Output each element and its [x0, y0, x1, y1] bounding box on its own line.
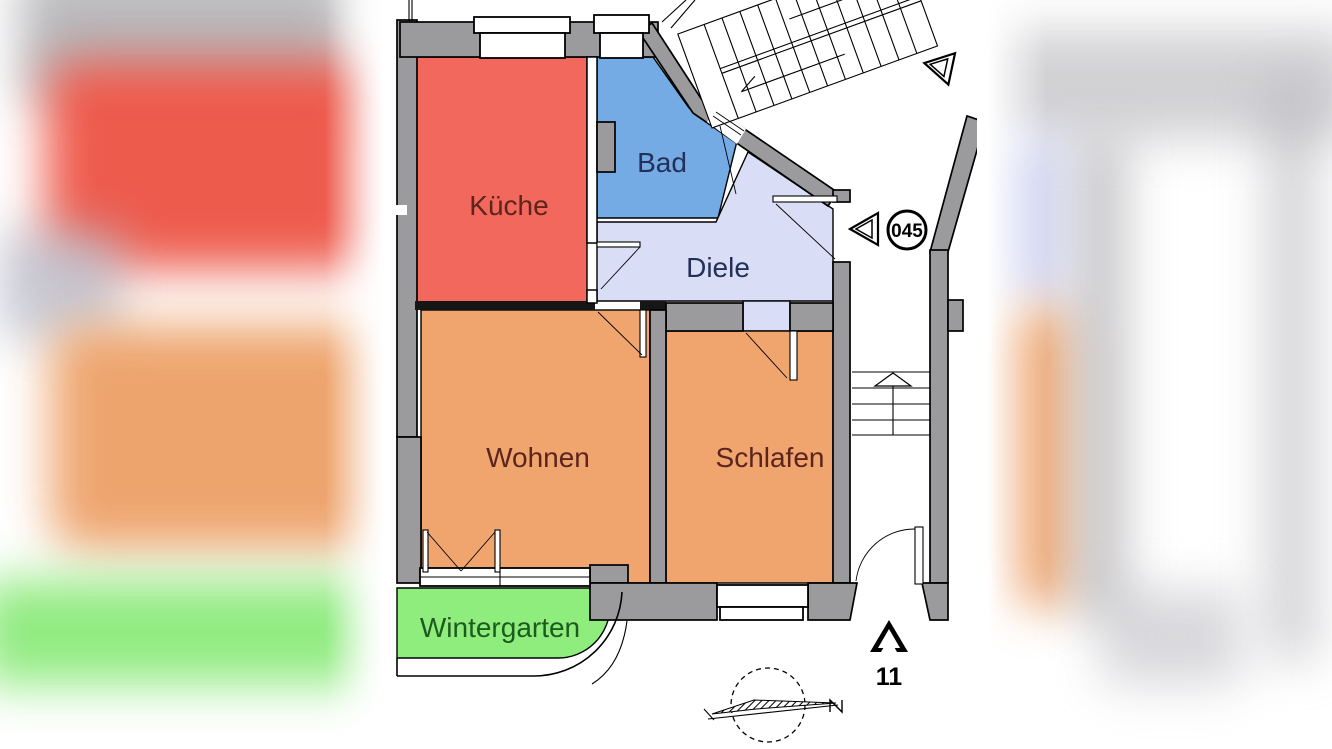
apartment-number: 045 [891, 221, 923, 242]
entrance-arrow-icon [847, 211, 880, 247]
stair-direction-arrow-up [789, 0, 901, 20]
kueche-window-inner [479, 32, 566, 59]
doors [422, 111, 924, 585]
french-door-left-leaf [422, 529, 429, 573]
kueche-door-leaf [596, 241, 641, 248]
stairwell-railing [661, 0, 696, 29]
blur-wall-right [1267, 80, 1317, 660]
label-diele: Diele [686, 252, 750, 283]
label-wohnen: Wohnen [486, 442, 590, 473]
label-schlafen: Schlafen [716, 442, 825, 473]
wintergarten-glazing-outline [396, 591, 623, 677]
entrance-arrow-inner [854, 218, 873, 240]
north-arrow-fletching [829, 698, 843, 714]
floor-plan: 045 11 Küche Bad Diele Wohnen [394, 0, 987, 749]
wohnen-door-leaf [639, 309, 647, 358]
blurred-backdrop-left [0, 0, 395, 749]
step-arrow-icon [873, 372, 913, 387]
staircase [677, 0, 939, 129]
north-arrow-icon [703, 667, 843, 743]
blur-wall-vertical [1077, 140, 1125, 620]
windows [408, 0, 809, 621]
bad-window [593, 14, 650, 34]
apartment-entry-door-leaf [772, 195, 838, 203]
room-kueche-floor [414, 56, 588, 304]
wohnen-door-swing [597, 311, 643, 356]
diele-door-niche [742, 300, 791, 332]
building-entrance-door-leaf [914, 526, 924, 585]
right-fade [977, 0, 1047, 749]
blur-wintergarten-green [0, 580, 370, 685]
french-door-swings [426, 531, 496, 572]
markers: 045 11 [847, 51, 957, 691]
left-fade [325, 0, 395, 749]
bad-door [712, 111, 745, 195]
building-entrance-door-swing [855, 528, 916, 582]
upper-entrance-arrow-icon [922, 51, 957, 87]
upper-flat-wall-lines [408, 0, 413, 21]
room-schlafen-floor [665, 330, 834, 584]
camera-position-marker-notch [881, 638, 897, 652]
label-bad: Bad [637, 147, 687, 178]
schlafen-window [716, 584, 809, 608]
blur-gray-bottom [1102, 590, 1242, 685]
apartment-entry-door-swing [775, 203, 836, 260]
blur-gray-mid [0, 230, 120, 340]
corridor-steps [852, 371, 930, 436]
label-kueche: Küche [469, 190, 548, 221]
apartment-number-badge [886, 209, 928, 251]
camera-position-number: 11 [876, 663, 903, 691]
schlafen-door-leaf [789, 330, 798, 381]
exterior-door-arc [591, 620, 628, 685]
label-wintergarten: Wintergarten [420, 612, 580, 643]
kueche-window [473, 16, 571, 34]
stair-direction-arrow-down [740, 53, 845, 93]
room-labels: Küche Bad Diele Wohnen Schlafen Winterga… [420, 147, 825, 643]
french-door-right-leaf [494, 529, 501, 573]
bad-wall-notch [596, 121, 616, 173]
schlafen-window-sill [719, 606, 804, 621]
schlafen-door-swing [745, 332, 788, 379]
blurred-backdrop-right [977, 0, 1332, 749]
rooms [396, 56, 834, 659]
wall-pillar [947, 299, 964, 332]
kueche-door-swing [600, 246, 641, 290]
bad-window-inner [599, 32, 644, 59]
